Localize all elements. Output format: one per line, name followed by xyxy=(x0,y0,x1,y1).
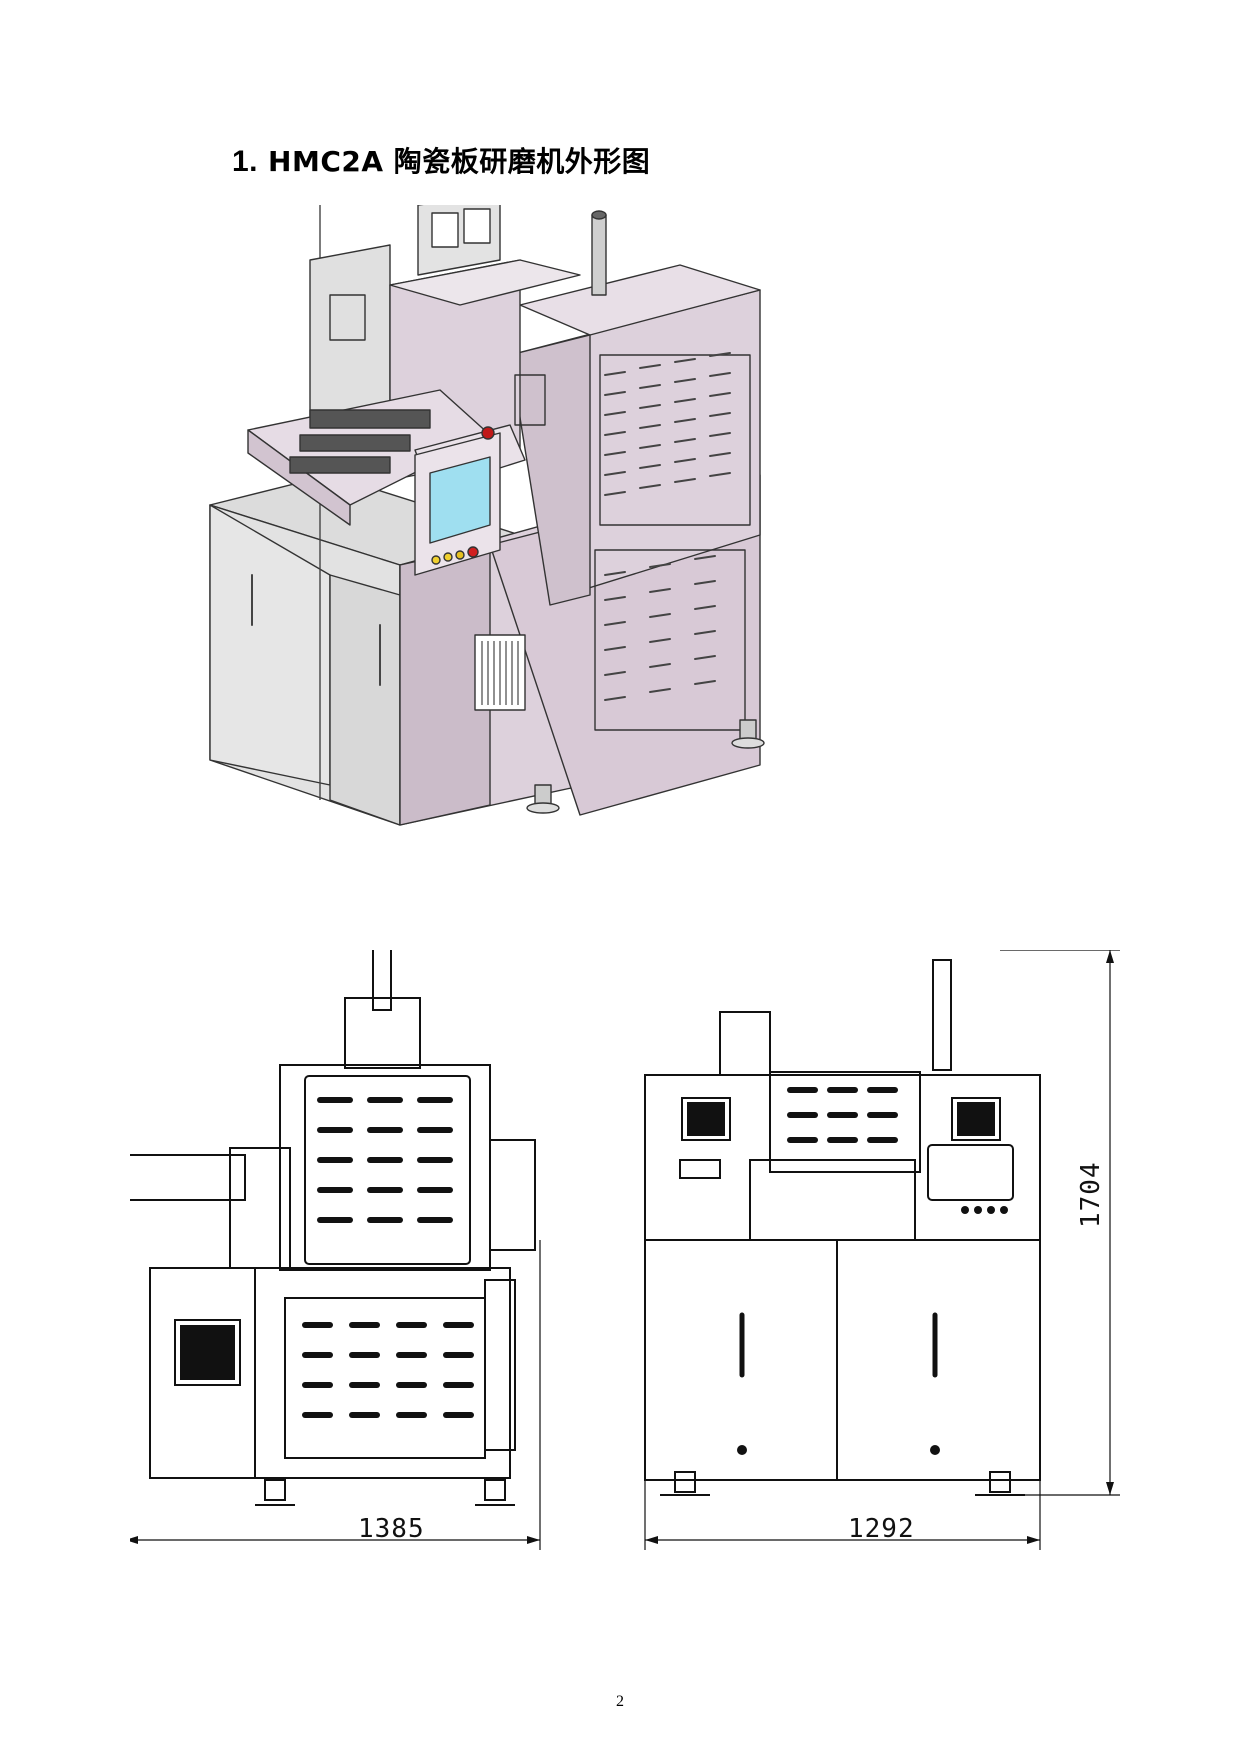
machine-orthographic-views xyxy=(130,950,1120,1550)
machine-isometric-illustration xyxy=(209,205,765,826)
section-title: HMC2A 陶瓷板研磨机外形图 xyxy=(268,145,651,178)
dimension-height: 1704 xyxy=(1076,1161,1106,1228)
page-number: 2 xyxy=(616,1693,624,1710)
dimension-left-width: 1385 xyxy=(358,1514,425,1544)
section-number: 1. xyxy=(232,145,259,178)
section-heading: 1. HMC2A 陶瓷板研磨机外形图 xyxy=(232,140,650,180)
dimension-right-width: 1292 xyxy=(848,1514,915,1544)
